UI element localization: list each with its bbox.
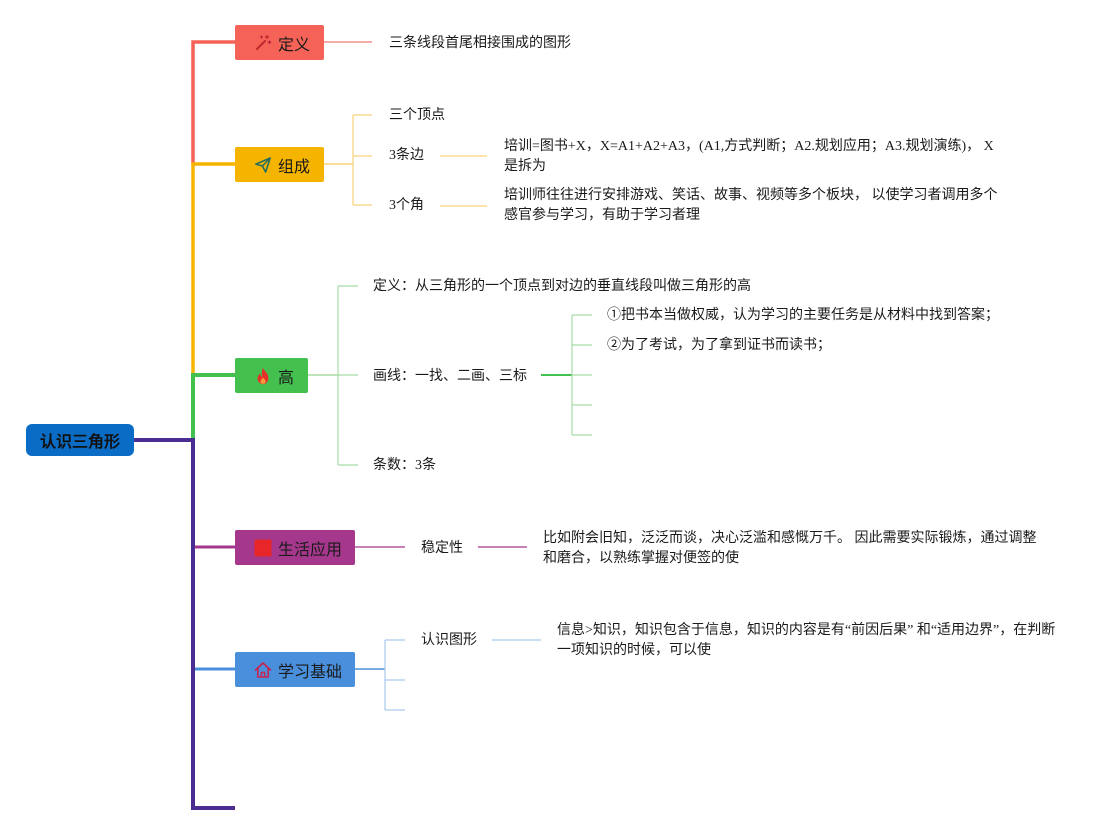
subtopic-height-count[interactable]: 条数：3条 bbox=[373, 458, 436, 473]
subtopic-stability[interactable]: 稳定性 bbox=[421, 541, 463, 556]
note-recognize-shapes[interactable]: 信息>知识，知识包含于信息，知识的内容是有“前因后果” 和“适用边界”，在判断一… bbox=[557, 623, 1056, 658]
subtopic-definition-text[interactable]: 三条线段首尾相接围成的图形 bbox=[389, 36, 571, 51]
fire-icon bbox=[254, 367, 272, 385]
note-drawing-item-2[interactable]: ②为了考试，为了拿到证书而读书； bbox=[607, 338, 831, 353]
note-stability[interactable]: 比如附会旧知，泛泛而谈，决心泛滥和感慨万千。 因此需要实际锻炼，通过调整和磨合，… bbox=[543, 531, 1037, 566]
connector-branch-definition bbox=[191, 40, 235, 164]
magic-wand-icon bbox=[254, 34, 272, 52]
main-topic-height[interactable]: 高 bbox=[235, 358, 308, 393]
subtopic-three-sides[interactable]: 3条边 bbox=[389, 148, 424, 163]
main-topic-label: 高 bbox=[278, 369, 295, 387]
connector-branch-height bbox=[191, 373, 235, 440]
main-topic-label: 学习基础 bbox=[278, 663, 343, 681]
main-topic-label: 定义 bbox=[278, 36, 311, 54]
main-topic-life-application[interactable]: 生活应用 bbox=[235, 530, 355, 565]
subtopic-drawing-steps[interactable]: 画线：一找、二画、三标 bbox=[373, 369, 527, 384]
connector-root-trunk bbox=[134, 438, 235, 810]
connector-basics-bracket bbox=[384, 639, 405, 711]
central-topic-label: 认识三角形 bbox=[39, 434, 120, 451]
subtopic-three-angles[interactable]: 3个角 bbox=[389, 198, 424, 213]
paper-plane-icon bbox=[254, 156, 272, 174]
main-topic-label: 生活应用 bbox=[278, 541, 343, 559]
main-topic-label: 组成 bbox=[278, 158, 311, 176]
main-topic-learning-basics[interactable]: 学习基础 bbox=[235, 652, 355, 687]
connector-height-bracket bbox=[337, 285, 358, 466]
main-topic-composition[interactable]: 组成 bbox=[235, 147, 324, 182]
connector-drawing-bracket bbox=[571, 314, 592, 436]
connector-branch-composition bbox=[191, 162, 235, 375]
central-topic[interactable]: 认识三角形 bbox=[26, 424, 134, 456]
house-icon bbox=[254, 661, 272, 679]
red-square-icon bbox=[254, 539, 272, 557]
subtopic-height-definition[interactable]: 定义：从三角形的一个顶点到对边的垂直线段叫做三角形的高 bbox=[373, 279, 751, 294]
subtopic-three-vertices[interactable]: 三个顶点 bbox=[389, 108, 445, 123]
note-three-angles[interactable]: 培训师往往进行安排游戏、笑话、故事、视频等多个板块， 以使学习者调用多个感官参与… bbox=[504, 188, 998, 223]
note-three-sides[interactable]: 培训=图书+X，X=A1+A2+A3，(A1,方式判断；A2.规划应用；A3.规… bbox=[504, 139, 994, 174]
connector-composition-bracket bbox=[352, 114, 372, 206]
main-topic-definition[interactable]: 定义 bbox=[235, 25, 324, 60]
subtopic-recognize-shapes[interactable]: 认识图形 bbox=[421, 633, 477, 648]
note-drawing-item-1[interactable]: ①把书本当做权威，认为学习的主要任务是从材料中找到答案； bbox=[607, 308, 999, 323]
